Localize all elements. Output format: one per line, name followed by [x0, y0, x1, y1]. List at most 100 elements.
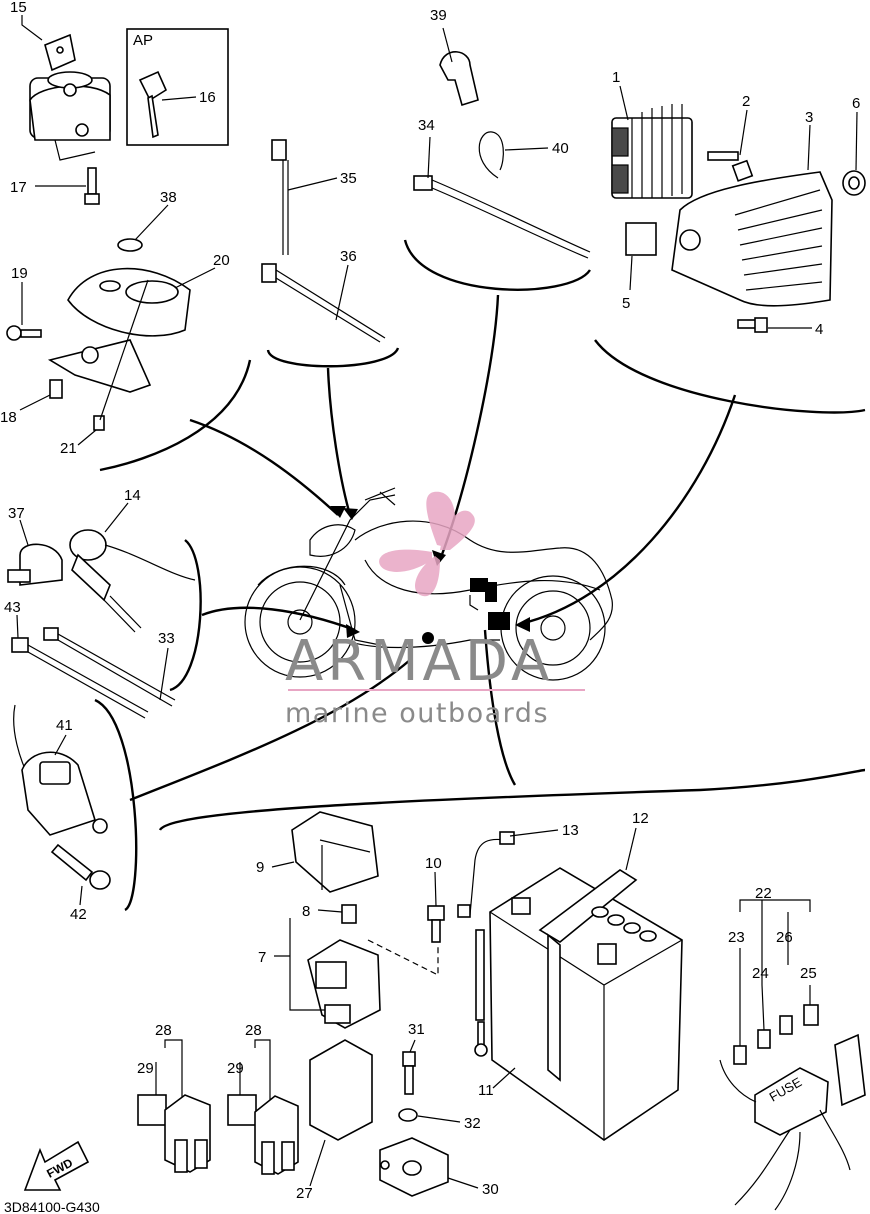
callout-33: 33 — [158, 630, 175, 647]
band-35-part — [271, 139, 289, 255]
bracket-28a — [164, 1039, 183, 1100]
cover-20-part — [67, 267, 191, 337]
callout-11: 11 — [478, 1082, 494, 1099]
pointer-line-battery-group — [483, 629, 517, 786]
relay-28b-part — [254, 1095, 299, 1175]
coupler-29b-part — [227, 1094, 257, 1126]
battery-12-part — [489, 867, 683, 1141]
callout-19: 19 — [11, 265, 28, 282]
battery-lead-13-part — [457, 831, 515, 918]
bolt-4-part — [737, 317, 768, 333]
igniter-27-part — [309, 1039, 373, 1141]
callout-34: 34 — [418, 117, 435, 134]
callout-18: 18 — [0, 409, 17, 426]
main-switch-part — [29, 33, 111, 161]
motorcycle-outline — [244, 487, 613, 681]
callout-23: 23 — [728, 929, 745, 946]
callout-10: 10 — [425, 855, 442, 872]
callout-35: 35 — [340, 170, 357, 187]
relay-41-part — [13, 704, 108, 836]
tie-43-part — [11, 637, 149, 719]
tie-36-part — [261, 263, 386, 343]
cover-9-part — [291, 811, 379, 893]
callout-43: 43 — [4, 599, 21, 616]
bolt-2-part — [707, 151, 754, 182]
sensor-30-part — [379, 1137, 449, 1197]
region-boundary-top-mid — [266, 347, 400, 368]
bolt-17-part — [84, 167, 100, 205]
callout-17: 17 — [10, 179, 27, 196]
fuse-box-part — [719, 1033, 866, 1211]
pointer-line-sensor-group — [201, 606, 356, 632]
rectifier-1-part — [611, 104, 693, 199]
callout-7: 7 — [258, 949, 266, 966]
callout-leaders — [16, 15, 858, 1189]
callout-28b: 28 — [245, 1022, 262, 1039]
key-16-part — [138, 70, 168, 139]
callout-32: 32 — [464, 1115, 481, 1132]
callout-20: 20 — [213, 252, 230, 269]
grommet-6-part — [842, 170, 866, 196]
region-boundary-right — [594, 339, 866, 414]
callout-37: 37 — [8, 505, 25, 522]
callout-12: 12 — [632, 810, 649, 827]
clamp-39-part — [439, 51, 479, 107]
region-boundary-bottom — [158, 768, 866, 831]
arrow-head-icon — [432, 550, 446, 566]
pointer-line-solenoid-group — [129, 659, 411, 802]
callout-24: 24 — [752, 965, 769, 982]
starter-relay-7-part — [307, 939, 381, 1029]
callout-39: 39 — [430, 7, 447, 24]
callout-9: 9 — [256, 859, 264, 876]
callout-27: 27 — [296, 1185, 313, 1202]
fuse-24-part — [757, 1029, 771, 1049]
pointer-line-tie-group — [326, 367, 352, 516]
fuse-23-part — [733, 1045, 747, 1065]
washer-32-part — [398, 1108, 418, 1122]
callout-15: 15 — [10, 0, 27, 16]
region-boundary-top-right-mid — [403, 239, 591, 291]
callout-13: 13 — [562, 822, 579, 839]
watermark-title: ARMADA — [285, 629, 553, 694]
leader-16 — [161, 96, 197, 101]
bracket-22-26 — [739, 899, 811, 985]
leaders-fuses — [739, 948, 811, 1046]
clamp-37-part — [7, 543, 63, 586]
sensor-14-part — [69, 529, 196, 633]
callout-1: 1 — [612, 69, 620, 86]
fuse-25-part — [803, 1004, 819, 1026]
callout-14: 14 — [124, 487, 141, 504]
bracket-18-part — [47, 339, 152, 399]
callout-26: 26 — [776, 929, 793, 946]
callout-29a: 29 — [137, 1060, 154, 1077]
callout-36: 36 — [340, 248, 357, 265]
callout-16: 16 — [199, 89, 216, 106]
callout-4: 4 — [815, 321, 823, 338]
callout-22: 22 — [755, 885, 772, 902]
callout-29b: 29 — [227, 1060, 244, 1077]
bolt-42-part — [50, 843, 111, 890]
relay-28a-part — [164, 1094, 211, 1173]
tie-34-part — [413, 175, 591, 259]
bracket-28b — [254, 1039, 271, 1105]
screw-19-part — [6, 325, 42, 341]
fwd-arrow-icon — [23, 1140, 90, 1191]
callout-21: 21 — [60, 440, 77, 457]
bolt-31-part — [402, 1051, 416, 1095]
arrow-head-icon — [515, 617, 530, 632]
tie-33-part — [43, 627, 176, 707]
label-5-part — [625, 222, 657, 256]
watermark-subtitle: marine outboards — [285, 698, 549, 729]
callout-6: 6 — [852, 95, 860, 112]
cap-38-part — [117, 238, 143, 252]
drawing-code: 3D84100-G430 — [4, 1199, 100, 1214]
cover-3-part — [671, 171, 833, 307]
callout-38: 38 — [160, 189, 177, 206]
screw-21-part — [93, 415, 105, 431]
callout-5: 5 — [622, 295, 630, 312]
fuse-24b-part — [779, 1015, 793, 1035]
bolt-10-part — [427, 905, 445, 943]
arrow-head-icon — [343, 508, 358, 520]
coupler-29a-part — [137, 1094, 167, 1126]
